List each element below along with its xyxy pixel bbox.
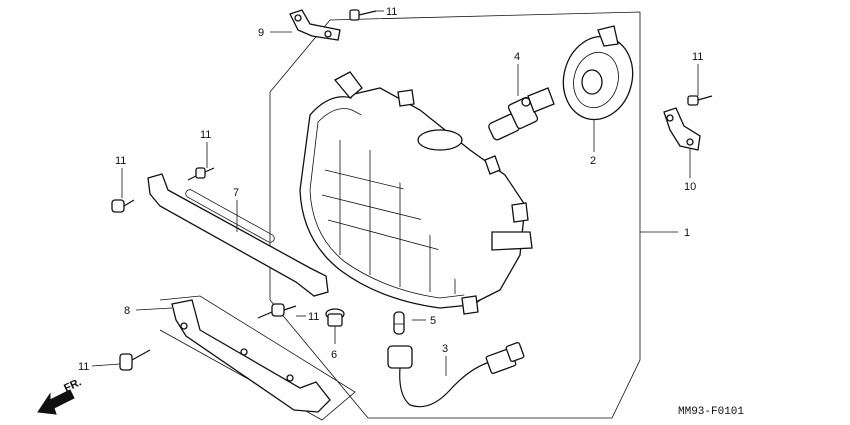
stay-bar-7 [147, 173, 329, 297]
callout-11: 11 [78, 361, 89, 373]
assembly-outline [269, 11, 641, 419]
callout-3: 3 [442, 343, 448, 355]
headlight-bulb [488, 87, 555, 141]
bolt-icon [119, 349, 151, 371]
callout-11: 11 [692, 51, 703, 63]
drawing-code: MM93-F0101 [678, 406, 744, 418]
bolt-icon [687, 95, 713, 106]
callout-11: 11 [115, 155, 126, 167]
front-direction-indicator: FR. [37, 376, 83, 415]
callout-9: 9 [258, 27, 264, 39]
callout-10: 10 [684, 181, 696, 193]
callout-labels: 9 11 4 2 11 10 1 11 11 7 8 11 5 3 6 11 [78, 6, 703, 373]
socket-harness [387, 342, 525, 408]
callout-1: 1 [684, 227, 690, 239]
stay-bracket-9 [289, 9, 341, 41]
callout-11: 11 [200, 129, 211, 141]
dust-cover [562, 25, 634, 121]
bolt-icon [111, 199, 135, 213]
callout-6: 6 [331, 349, 337, 361]
grommet [325, 308, 345, 327]
bolt-icon [349, 9, 377, 21]
callout-5: 5 [430, 315, 436, 327]
callout-11: 11 [308, 311, 319, 323]
callout-2: 2 [590, 155, 596, 167]
stay-bracket-8 [159, 295, 356, 421]
stay-bracket-10 [663, 107, 701, 151]
leader-lines [91, 10, 699, 376]
direction-label: FR. [62, 376, 83, 394]
position-bulb [393, 311, 405, 335]
callout-11: 11 [386, 6, 397, 18]
arrow-icon [37, 389, 75, 415]
headlight-unit [299, 71, 533, 315]
bolt-icons [111, 9, 713, 371]
bolt-icon [257, 303, 297, 319]
callout-8: 8 [124, 305, 130, 317]
bolt-icon [187, 167, 215, 181]
callout-4: 4 [514, 51, 520, 63]
callout-7: 7 [233, 187, 239, 199]
